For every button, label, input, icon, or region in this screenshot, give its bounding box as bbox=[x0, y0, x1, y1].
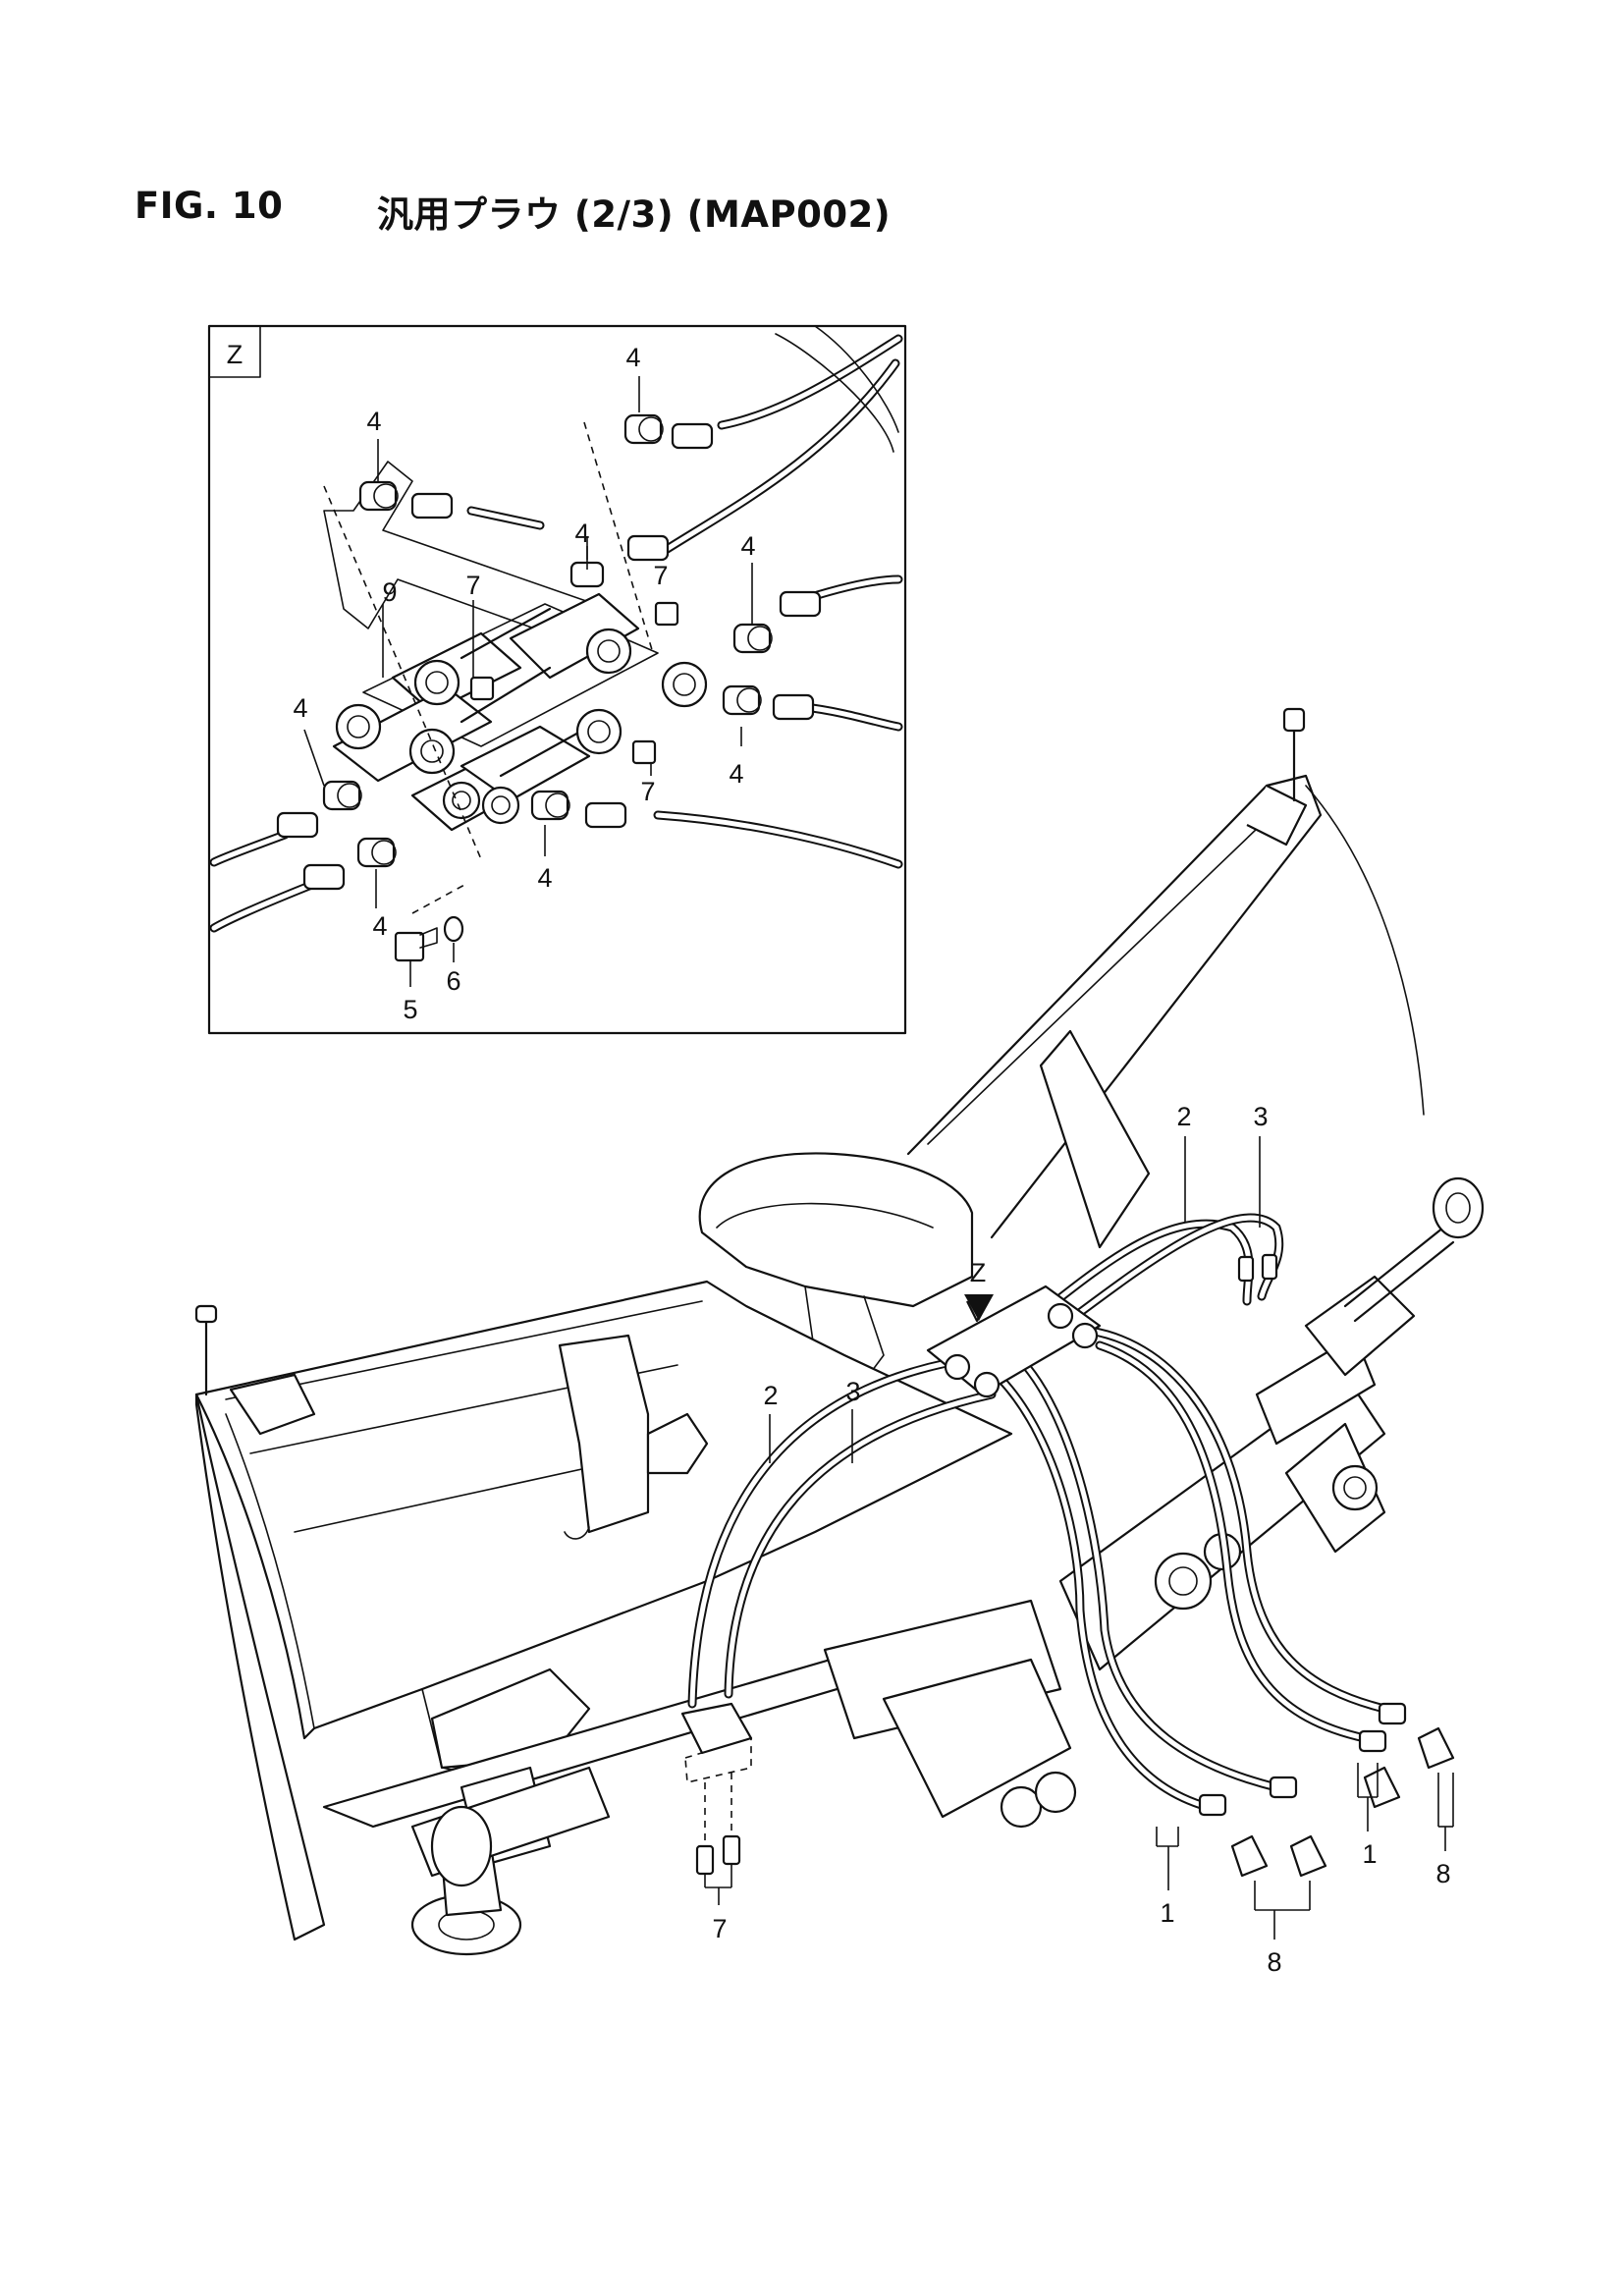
detail-callout-4: 4 bbox=[729, 759, 743, 789]
detail-callout-7: 7 bbox=[653, 561, 668, 590]
detail-view-z: Z bbox=[207, 324, 907, 1035]
main-callout-8: 8 bbox=[1435, 1859, 1450, 1888]
detail-elbows bbox=[335, 628, 708, 825]
detail-callout-7: 7 bbox=[465, 571, 480, 600]
detail-callout-9: 9 bbox=[382, 577, 397, 607]
main-plow-view: Z 2 3 2 3 1 1 8 8 7 bbox=[194, 707, 1485, 1977]
detail-callout-7: 7 bbox=[640, 777, 655, 806]
main-callout-3: 3 bbox=[1253, 1102, 1268, 1131]
detail-callout-4: 4 bbox=[574, 519, 589, 548]
detail-label: Z bbox=[227, 340, 243, 369]
main-callout-1: 1 bbox=[1362, 1839, 1377, 1869]
angle-cylinder bbox=[1304, 1176, 1485, 1377]
push-frame bbox=[906, 707, 1425, 1249]
left-cylinder bbox=[410, 1766, 611, 1887]
hose-fittings bbox=[1198, 1253, 1455, 1878]
main-callout-7: 7 bbox=[712, 1914, 727, 1943]
port-block bbox=[680, 1702, 753, 1905]
detail-label-box bbox=[208, 325, 261, 378]
figure-title: 汎用プラウ (2/3) (MAP002) bbox=[377, 193, 892, 236]
main-leaders bbox=[769, 1136, 1454, 1940]
saddle bbox=[698, 1152, 974, 1395]
main-callout-3: 3 bbox=[845, 1377, 860, 1406]
detail-leaders bbox=[303, 376, 753, 987]
view-z-marker: Z bbox=[970, 1258, 987, 1287]
main-callout-2: 2 bbox=[1176, 1102, 1191, 1131]
main-hoses bbox=[687, 1213, 1389, 1812]
main-manifold bbox=[926, 1285, 1102, 1398]
main-callout-8: 8 bbox=[1267, 1947, 1281, 1977]
detail-callout-4: 4 bbox=[293, 693, 307, 723]
detail-adapters bbox=[276, 413, 822, 891]
detail-callout-4: 4 bbox=[366, 407, 381, 436]
main-callout-1: 1 bbox=[1160, 1898, 1174, 1928]
detail-callout-6: 6 bbox=[446, 966, 460, 996]
detail-callout-5: 5 bbox=[403, 995, 417, 1024]
detail-dashed-lines bbox=[323, 421, 654, 914]
detail-callout-4: 4 bbox=[740, 531, 755, 561]
figure-number: FIG. 10 bbox=[135, 185, 284, 227]
main-callout-2: 2 bbox=[763, 1381, 778, 1410]
moldboard bbox=[194, 1280, 1013, 1941]
detail-callout-4: 4 bbox=[625, 343, 640, 372]
figure-header: FIG. 10 汎用プラウ (2/3) (MAP002) bbox=[135, 185, 1313, 240]
detail-plugs bbox=[394, 601, 679, 962]
detail-frame bbox=[207, 324, 907, 1035]
detail-callout-4: 4 bbox=[372, 911, 387, 941]
detail-callout-4: 4 bbox=[537, 863, 552, 893]
